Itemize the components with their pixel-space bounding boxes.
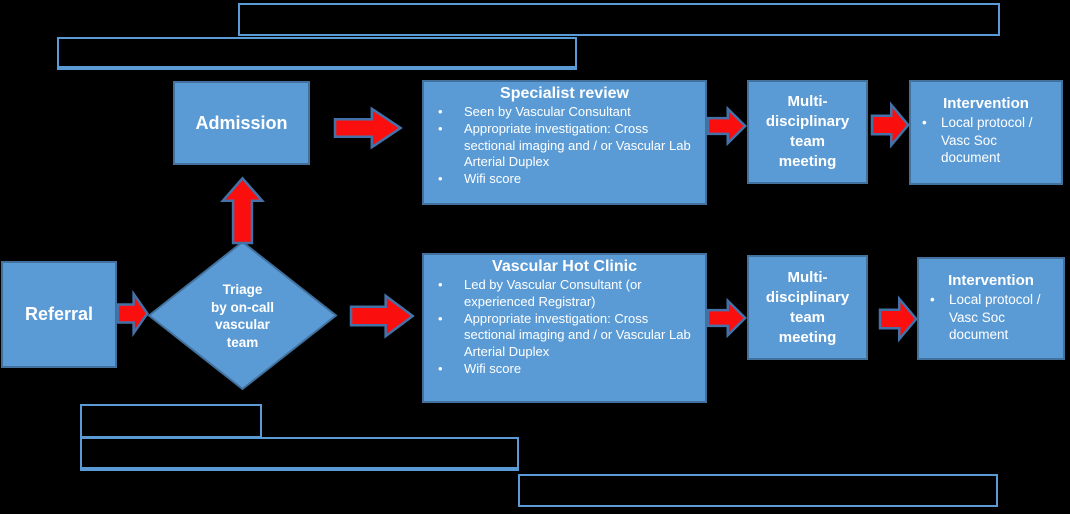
referral-label: Referral [24,304,94,324]
bullet-item: Seen by Vascular Consultant [428,104,701,121]
intervention-bottom-title: Intervention [948,272,1034,289]
mdt-top-line-2: disciplinary [765,113,850,130]
node-triage-diamond [147,240,338,391]
bullet-item: Appropriate investigation: Cross section… [428,121,701,171]
arrow-mdt-to-intervention-bottom-icon [880,298,917,340]
mdt-top-line-3: team [789,133,826,150]
outline-box-bottom-left [80,437,519,471]
node-mdt-meeting-top: Multi- disciplinary team meeting [747,80,868,184]
mdt-top-line-1: Multi- [787,93,828,110]
mdt-top-line-4: meeting [778,153,837,170]
arrow-mdt-to-intervention-top-icon [872,104,909,146]
node-specialist-review: Specialist review Seen by Vascular Consu… [422,80,707,205]
bullet-item: Local protocol / Vasc Soc document [915,114,1057,167]
bullet-item: Appropriate investigation: Cross section… [428,311,701,361]
mdt-bottom-line-3: team [789,308,826,326]
arrow-triage-to-admission-icon [222,177,263,243]
arrow-specialist-to-mdt-icon [708,108,746,144]
specialist-review-bullets: Seen by Vascular Consultant Appropriate … [428,104,701,188]
bullet-item: Wifi score [428,171,701,188]
arrow-admission-to-specialist-icon [335,108,402,148]
node-intervention-top: Intervention Local protocol / Vasc Soc d… [909,80,1063,185]
outline-box-top-right [238,3,1000,36]
mdt-bottom-line-4: meeting [778,328,837,346]
arrow-triage-to-hot-clinic-icon [351,295,414,337]
intervention-top-bullets: Local protocol / Vasc Soc document [915,114,1057,167]
vascular-hot-clinic-bullets: Led by Vascular Consultant (or experienc… [428,277,701,378]
arrow-hot-clinic-to-mdt-icon [708,300,746,336]
intervention-top-title: Intervention [943,95,1029,112]
intervention-bottom-bullets: Local protocol / Vasc Soc document [923,291,1059,344]
node-vascular-hot-clinic: Vascular Hot Clinic Led by Vascular Cons… [422,253,707,403]
diamond-icon [147,240,338,391]
bullet-item: Led by Vascular Consultant (or experienc… [428,277,701,311]
bullet-item: Wifi score [428,361,701,378]
node-intervention-bottom: Intervention Local protocol / Vasc Soc d… [917,257,1065,360]
mdt-bottom-line-1: Multi- [787,268,828,286]
mdt-bottom-line-2: disciplinary [765,288,850,306]
node-referral: Referral [1,261,117,368]
outline-box-bottom-right [518,474,998,507]
node-admission: Admission [173,81,310,165]
vascular-hot-clinic-title: Vascular Hot Clinic [492,258,637,275]
outline-box-bottom-small [80,404,262,438]
bullet-item: Local protocol / Vasc Soc document [923,291,1059,344]
admission-label: Admission [195,112,288,133]
arrow-referral-to-triage-icon [118,293,148,334]
specialist-review-title: Specialist review [500,85,629,102]
node-mdt-meeting-bottom: Multi- disciplinary team meeting [747,255,868,360]
outline-box-top-left [57,37,577,70]
